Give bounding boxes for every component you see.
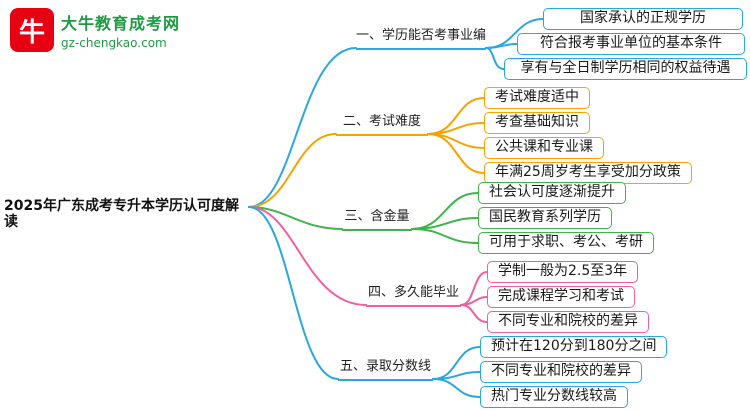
branch-label-1: 一、学历能否考事业编 <box>356 28 486 50</box>
leaf-node: 预计在120分到180分之间 <box>480 336 668 358</box>
branch-label-3: 三、含金量 <box>342 209 412 231</box>
leaf-connector <box>432 346 481 380</box>
leaf-connector <box>411 228 479 244</box>
branch-connector <box>248 206 367 306</box>
leaf-node: 公共课和专业课 <box>484 137 604 159</box>
leaf-node: 完成课程学习和考试 <box>487 286 635 308</box>
leaf-node: 考查基础知识 <box>484 112 590 134</box>
bull-logo-icon: 牛 <box>10 8 54 52</box>
leaf-node: 热门专业分数线较高 <box>480 386 628 408</box>
leaf-connector <box>460 271 488 306</box>
branch-label-4: 四、多久能毕业 <box>366 285 461 307</box>
leaf-node: 符合报考事业单位的基本条件 <box>517 33 745 55</box>
branch-label-5: 五、录取分数线 <box>338 359 433 381</box>
leaf-node: 学制一般为2.5至3年 <box>487 261 639 283</box>
leaf-node: 国民教育系列学历 <box>478 207 612 229</box>
leaf-node: 考试难度适中 <box>484 87 590 109</box>
leaf-connector <box>427 133 485 174</box>
site-logo[interactable]: 牛 大牛教育成考网 gz-chengkao.com <box>10 8 180 52</box>
leaf-node: 国家承认的正规学历 <box>543 8 743 30</box>
leaf-node: 社会认可度逐渐提升 <box>478 182 626 204</box>
leaf-connector <box>485 47 505 70</box>
leaf-node: 可用于求职、考公、考研 <box>478 232 654 254</box>
branch-connector <box>248 206 339 380</box>
logo-domain-text: gz-chengkao.com <box>61 36 167 50</box>
root-topic: 2025年广东成考专升本学历认可度解读 <box>4 198 239 230</box>
leaf-node: 享有与全日制学历相同的权益待遇 <box>504 58 747 80</box>
leaf-node: 年满25周岁考生享受加分政策 <box>484 162 692 184</box>
leaf-node: 不同专业和院校的差异 <box>487 311 649 333</box>
leaf-connector <box>485 43 518 49</box>
leaf-connector <box>432 371 481 380</box>
leaf-node: 不同专业和院校的差异 <box>480 361 642 383</box>
branch-connector <box>248 206 343 230</box>
branch-connector <box>248 47 357 208</box>
branch-connector <box>248 133 337 208</box>
leaf-connector <box>460 296 488 306</box>
branch-label-2: 二、考试难度 <box>336 114 428 136</box>
logo-brand-text: 大牛教育成考网 <box>61 14 181 33</box>
leaf-connector <box>432 378 481 398</box>
leaf-connector <box>460 304 488 323</box>
